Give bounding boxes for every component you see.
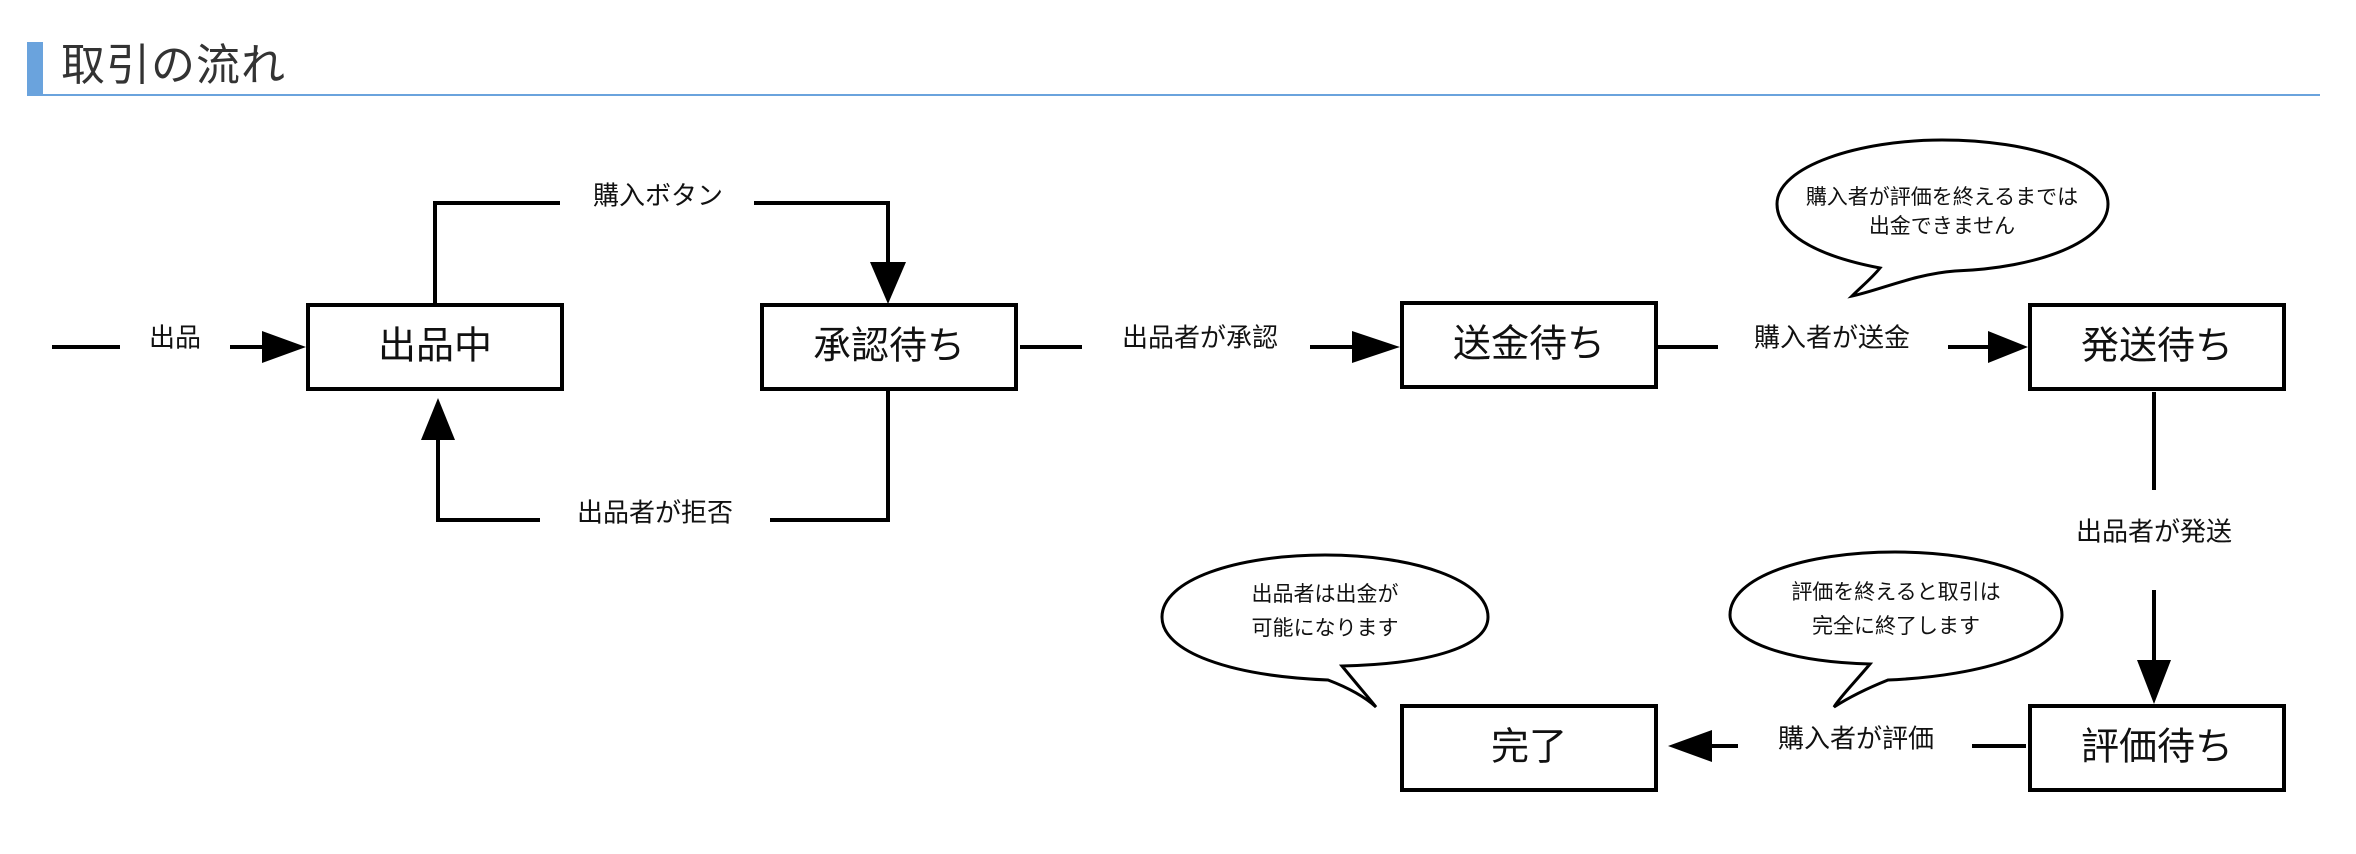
note-can-withdraw-line2: 可能になります bbox=[1252, 616, 1399, 640]
arrowhead-back-to-listing bbox=[421, 398, 455, 440]
transition-reject-label: 出品者が拒否 bbox=[577, 499, 733, 529]
note-trade-ends-line2: 完全に終了します bbox=[1812, 614, 1980, 638]
state-box-listing bbox=[306, 303, 564, 391]
arrowhead-to-review bbox=[2137, 660, 2171, 704]
state-awaiting-shipping-label: 発送待ち bbox=[2081, 324, 2233, 368]
transition-purchase-label: 購入ボタン bbox=[593, 182, 723, 212]
edge-purchase-right bbox=[754, 201, 890, 262]
transition-ship-label: 出品者が発送 bbox=[2076, 518, 2232, 548]
section-heading: 取引の流れ bbox=[27, 38, 2320, 96]
arrowhead-to-listing bbox=[262, 331, 306, 363]
note-no-withdrawal-line2: 出金できません bbox=[1869, 214, 2015, 238]
arrowhead-to-shipping bbox=[1988, 331, 2028, 363]
arrowhead-to-completed bbox=[1668, 730, 1712, 762]
edge-reject-right bbox=[770, 390, 890, 522]
edge-purchase-left bbox=[433, 201, 560, 305]
state-box-awaiting-shipping bbox=[2028, 303, 2286, 391]
note-trade-ends-line1: 評価を終えると取引は bbox=[1791, 580, 2000, 604]
state-box-awaiting-review bbox=[2028, 704, 2286, 792]
note-no-withdrawal-line1: 購入者が評価を終えるまでは bbox=[1806, 185, 2078, 209]
state-box-awaiting-approval bbox=[760, 303, 1018, 391]
heading-title: 取引の流れ bbox=[61, 40, 286, 91]
transition-list-label: 出品 bbox=[149, 324, 201, 354]
heading-accent-bar bbox=[27, 42, 43, 94]
state-awaiting-payment-label: 送金待ち bbox=[1453, 322, 1605, 366]
note-can-withdraw-line1: 出品者は出金が bbox=[1252, 582, 1399, 606]
note-bubble-no-withdrawal bbox=[1775, 138, 2110, 299]
state-awaiting-approval-label: 承認待ち bbox=[813, 324, 965, 368]
state-awaiting-review-label: 評価待ち bbox=[2081, 725, 2233, 769]
arrowhead-to-approval bbox=[870, 262, 906, 304]
edge-reject-left bbox=[436, 440, 540, 522]
arrowhead-to-payment bbox=[1352, 331, 1400, 363]
state-box-awaiting-payment bbox=[1400, 301, 1658, 389]
note-bubble-trade-ends bbox=[1728, 550, 2064, 709]
state-completed-label: 完了 bbox=[1491, 725, 1567, 769]
transition-approve-label: 出品者が承認 bbox=[1122, 324, 1278, 354]
state-box-completed bbox=[1400, 704, 1658, 792]
note-bubble-can-withdraw bbox=[1160, 553, 1490, 709]
transition-review-label: 購入者が評価 bbox=[1778, 725, 1934, 755]
state-listing-label: 出品中 bbox=[378, 324, 492, 368]
transition-pay-label: 購入者が送金 bbox=[1754, 324, 1910, 354]
